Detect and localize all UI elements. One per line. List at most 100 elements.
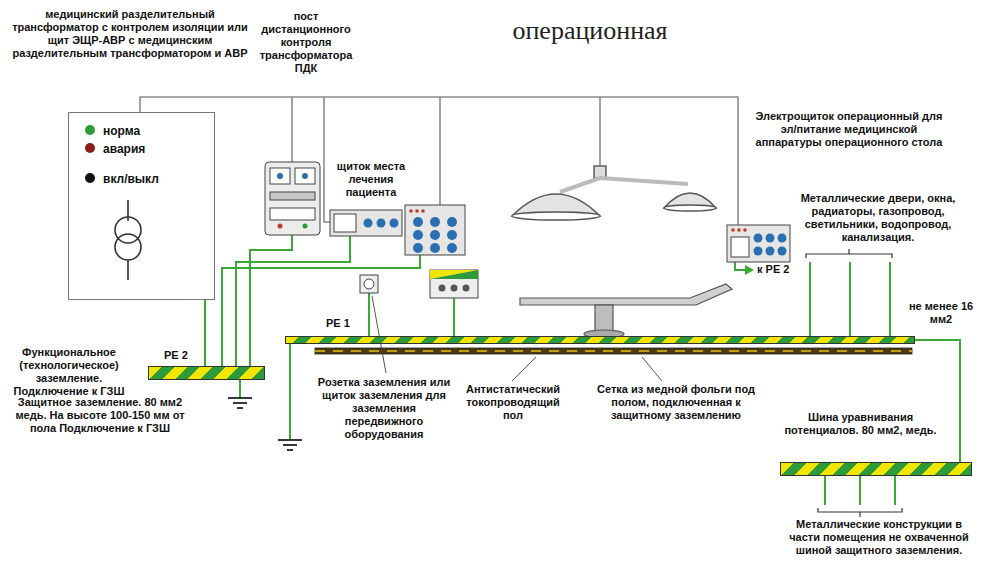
grounding-panel bbox=[430, 270, 478, 298]
grounding-panel bbox=[430, 270, 478, 279]
operating-table bbox=[520, 284, 732, 305]
operating-panel bbox=[727, 225, 790, 262]
operating-panel bbox=[731, 228, 735, 232]
grounding-panel bbox=[463, 285, 470, 292]
remote-control-panel bbox=[295, 168, 315, 184]
operating-panel bbox=[766, 234, 775, 243]
remote-control-panel bbox=[278, 224, 283, 229]
socket-panel bbox=[409, 209, 413, 213]
patient-panel bbox=[390, 219, 399, 228]
note-label: Сетка из медной фольги под полом, подклю… bbox=[588, 383, 764, 422]
ground-symbol bbox=[228, 397, 252, 399]
title: операционная bbox=[440, 16, 740, 46]
patient-panel bbox=[364, 219, 373, 228]
indicator-lamp bbox=[85, 143, 95, 153]
bus-label: PE 1 bbox=[326, 317, 350, 330]
arrow-head bbox=[745, 265, 754, 275]
socket-panel bbox=[413, 217, 423, 227]
surgical-lamp bbox=[594, 166, 606, 178]
socket-panel bbox=[413, 230, 423, 240]
bus-label: Шина уравнивания потенциалов. 80 мм2, ме… bbox=[773, 411, 948, 437]
socket-panel bbox=[430, 217, 440, 227]
ground-wire bbox=[250, 235, 292, 366]
surgical-lamp bbox=[512, 166, 716, 220]
ground-socket bbox=[364, 279, 374, 289]
note-label: Защитное заземление. 80 мм2 медь. На выс… bbox=[14, 396, 186, 435]
ground-wire bbox=[735, 262, 745, 270]
surgical-lamp bbox=[512, 212, 600, 220]
grounding-panel bbox=[439, 285, 446, 292]
bracket bbox=[806, 254, 892, 258]
remote-control-panel bbox=[265, 162, 320, 235]
ground-wire bbox=[289, 344, 291, 440]
supply-wire bbox=[439, 97, 441, 205]
ground-wire bbox=[894, 476, 896, 505]
note-label: не менее 16 мм2 bbox=[905, 300, 977, 326]
ground-wire bbox=[824, 476, 826, 505]
copper-mesh bbox=[315, 348, 912, 354]
ground-wire bbox=[239, 380, 241, 398]
surgical-lamp bbox=[600, 178, 688, 184]
surgical-lamp bbox=[664, 205, 716, 211]
socket-panel bbox=[405, 205, 465, 255]
remote-control-panel bbox=[302, 173, 308, 179]
operating-panel bbox=[743, 228, 747, 232]
bus-label: PE 2 bbox=[164, 349, 188, 362]
ground-symbol bbox=[283, 444, 297, 446]
status-label: авария bbox=[103, 142, 145, 156]
ground-conductor bbox=[204, 300, 206, 366]
operating-panel bbox=[731, 237, 749, 257]
status-label: норма bbox=[103, 124, 140, 138]
ground-symbol bbox=[278, 439, 302, 441]
ground-symbol bbox=[228, 398, 302, 450]
transformer-cabinet: нормаавариявкл/выкл bbox=[68, 112, 215, 300]
copper-mesh bbox=[315, 350, 912, 352]
note-label: к PE 2 bbox=[757, 263, 809, 276]
grounding-panel bbox=[451, 285, 458, 292]
note-label: Металлические конструкции в части помеще… bbox=[780, 518, 978, 557]
supply-wire bbox=[324, 97, 330, 222]
leader-line bbox=[372, 296, 386, 373]
ground-conductor bbox=[915, 340, 960, 462]
bracket bbox=[806, 249, 902, 517]
ground-wire bbox=[809, 262, 811, 336]
remote-control-panel bbox=[270, 192, 315, 200]
ground-wire bbox=[889, 262, 891, 336]
operating-panel bbox=[737, 228, 741, 232]
supply-wire bbox=[599, 97, 601, 168]
copper-mesh bbox=[315, 348, 912, 354]
remote-control-panel bbox=[265, 162, 320, 235]
bracket bbox=[848, 249, 849, 254]
grounding-panel bbox=[430, 270, 478, 279]
note-label: медицинский разделительный трансформатор… bbox=[4, 8, 256, 60]
operating-panel bbox=[754, 247, 763, 256]
ground-bus: PE 2 bbox=[148, 366, 265, 380]
socket-panel bbox=[430, 230, 440, 240]
operating-panel bbox=[754, 234, 787, 256]
leader-line bbox=[642, 357, 662, 381]
remote-control-panel bbox=[270, 168, 290, 184]
supply-wire bbox=[291, 97, 293, 162]
note-label: щиток места лечения пациента bbox=[332, 160, 410, 199]
note-label: Электрощиток операционный для эл/питание… bbox=[750, 110, 948, 149]
ground-symbol bbox=[237, 407, 243, 409]
operating-panel bbox=[778, 234, 787, 243]
surgical-lamp bbox=[560, 178, 600, 192]
indicator-lamp bbox=[85, 125, 95, 183]
socket-panel bbox=[413, 243, 423, 253]
ground-wire bbox=[368, 293, 370, 336]
operating-panel bbox=[766, 247, 775, 256]
remote-control-panel bbox=[270, 208, 315, 220]
note-label: пост дистанционного контроля трансформат… bbox=[258, 10, 354, 75]
ground-symbol bbox=[287, 449, 293, 451]
indicator-lamp bbox=[85, 125, 95, 135]
note-label: Функциональное (технологическое) заземле… bbox=[2, 346, 136, 398]
patient-panel bbox=[330, 210, 402, 236]
remote-control-panel bbox=[303, 224, 308, 229]
operating-panel bbox=[727, 225, 790, 262]
